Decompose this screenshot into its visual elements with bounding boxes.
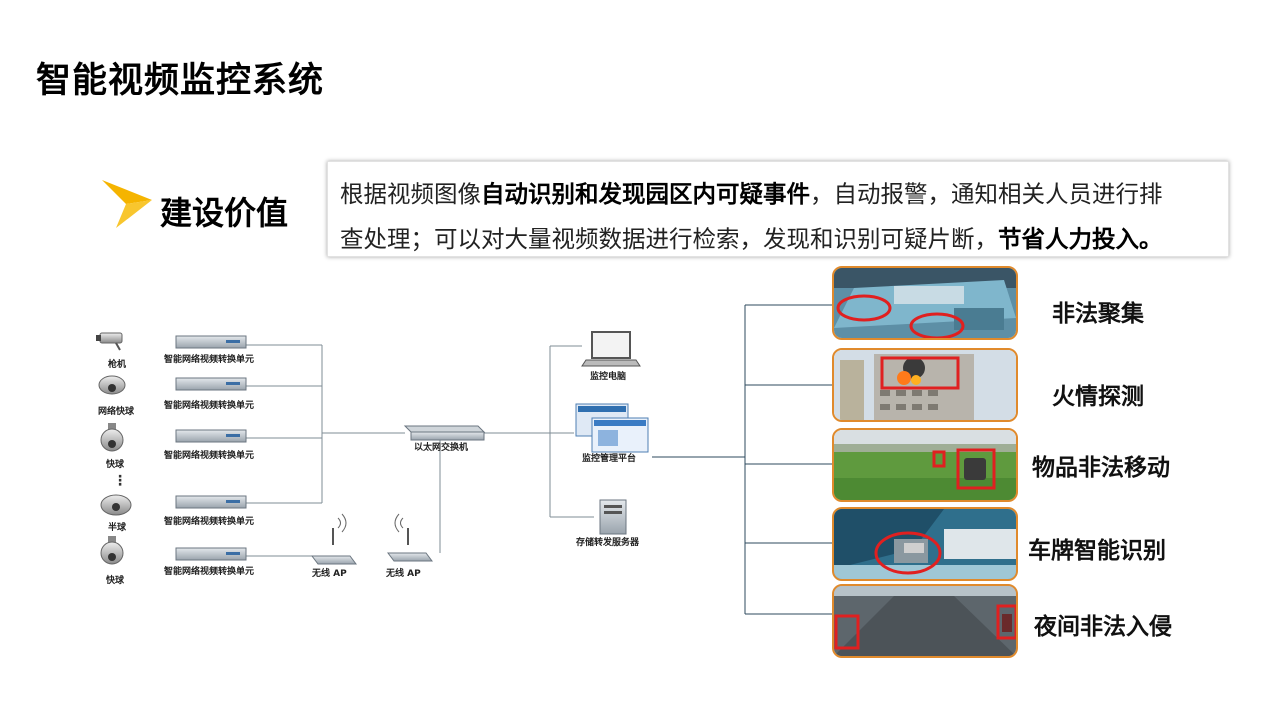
desc-seg-4: 查处理；可以对大量视频数据进行检索，发现和识别可疑片断， <box>340 225 998 253</box>
pc-label: 监控电脑 <box>590 370 626 382</box>
description-box: 根据视频图像自动识别和发现园区内可疑事件，自动报警，通知相关人员进行排查处理；可… <box>327 161 1229 257</box>
half-dome-icon <box>100 494 132 516</box>
laptop-icon <box>581 331 641 367</box>
server-label: 存储转发服务器 <box>576 536 640 548</box>
event-image-aerial-crowd <box>832 266 1018 340</box>
camera-label: 快球 <box>106 458 125 470</box>
event-image-building-fire <box>832 348 1018 422</box>
wireless-ap-label: 无线 AP <box>385 567 421 579</box>
speed-dome-icon <box>100 423 124 452</box>
desc-seg-5: 节省人力投入。 <box>998 225 1163 253</box>
converter-label: 智能网络视频转换单元 <box>164 353 254 365</box>
wireless-ap-icon <box>387 513 433 562</box>
converter-label: 智能网络视频转换单元 <box>164 515 254 527</box>
converter-unit <box>175 495 247 509</box>
event-image-night-road <box>832 584 1018 658</box>
server-tower-icon <box>599 499 627 535</box>
page-title: 智能视频监控系统 <box>36 61 325 101</box>
arrow-logo-icon <box>102 180 152 228</box>
section-label: 建设价值 <box>160 194 289 232</box>
event-image-car-plate <box>832 507 1018 581</box>
speed-dome-icon <box>100 536 124 565</box>
wireless-ap-label: 无线 AP <box>311 567 347 579</box>
event-tree-lines <box>652 304 834 615</box>
bullet-camera-icon <box>96 332 123 351</box>
converter-unit <box>175 335 247 349</box>
desc-seg-1: 根据视频图像 <box>340 180 481 208</box>
converter-label: 智能网络视频转换单元 <box>164 565 254 577</box>
converter-label: 智能网络视频转换单元 <box>164 399 254 411</box>
converter-unit <box>175 547 247 561</box>
desc-seg-2: 自动识别和发现园区内可疑事件 <box>481 180 810 208</box>
event-label: 非法聚集 <box>1052 301 1144 327</box>
camera-label: 网络快球 <box>98 405 135 417</box>
converter-label: 智能网络视频转换单元 <box>164 449 254 461</box>
converter-unit <box>175 377 247 391</box>
wireless-ap-icon <box>311 513 357 565</box>
event-label: 夜间非法入侵 <box>1034 614 1172 640</box>
dome-camera-icon <box>98 375 126 395</box>
camera-label: 枪机 <box>108 358 126 370</box>
event-label: 车牌智能识别 <box>1028 538 1166 564</box>
ellipsis: ⋮ <box>113 473 127 489</box>
connection-lines <box>246 344 594 557</box>
camera-label: 快球 <box>106 574 125 586</box>
camera-label: 半球 <box>108 521 127 533</box>
platform-label: 监控管理平台 <box>582 452 636 464</box>
event-label: 火情探测 <box>1052 384 1144 410</box>
ethernet-switch-icon <box>403 425 486 441</box>
event-label: 物品非法移动 <box>1032 455 1170 481</box>
switch-label: 以太网交换机 <box>414 441 468 453</box>
platform-screens-icon <box>575 403 649 453</box>
event-image-grass-object <box>832 428 1018 502</box>
converter-unit <box>175 429 247 443</box>
desc-seg-3: ，自动报警，通知相关人员进行排 <box>810 180 1163 208</box>
